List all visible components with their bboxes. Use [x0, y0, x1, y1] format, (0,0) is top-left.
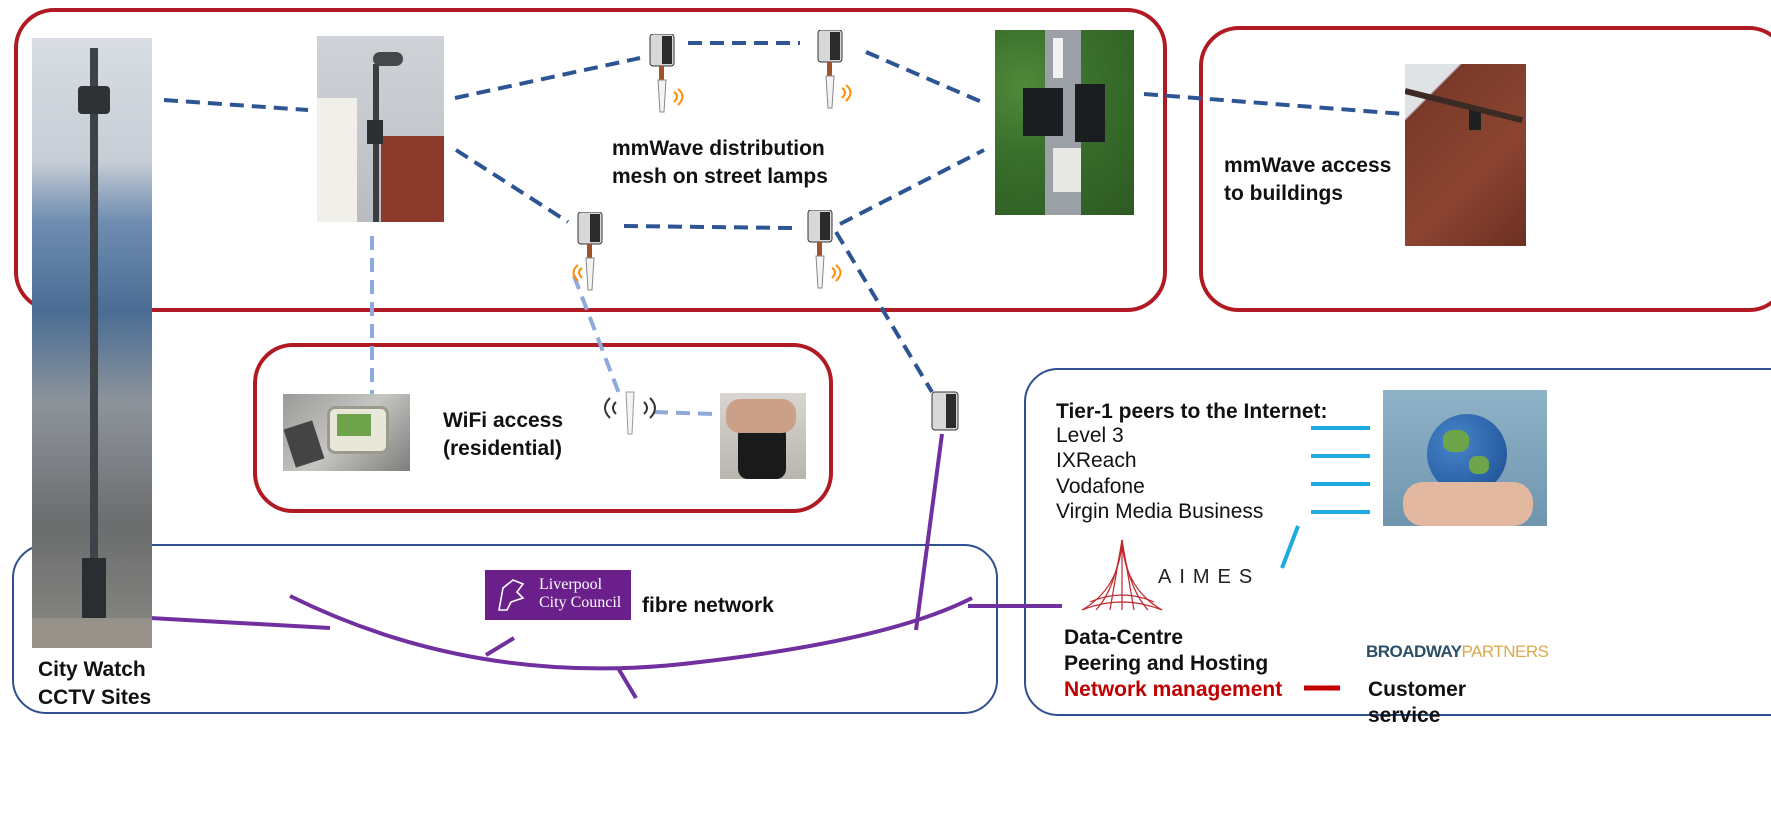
aimes-pyramid-icon [1081, 539, 1163, 611]
wifi-label-line2: (residential) [443, 437, 563, 460]
radio-node-icon [807, 209, 842, 289]
fibre-region [12, 544, 998, 714]
mesh-link [623, 224, 793, 230]
cctv-pole-photo [32, 38, 152, 648]
aimes-logo: AIMES [1080, 538, 1280, 614]
datacentre-line1: Data-Centre [1064, 626, 1184, 649]
fibre-branch [149, 616, 331, 630]
peer-item: Virgin Media Business [1056, 500, 1264, 523]
wifi-link [653, 410, 715, 416]
radio-node-icon [817, 29, 852, 109]
globe-photo [1383, 390, 1547, 526]
datacentre-label: Data-Centre Peering and Hosting Network … [1064, 625, 1282, 703]
buildings-label-line1: mmWave access [1224, 154, 1392, 177]
broadway-logo-part2: PARTNERS [1461, 642, 1550, 661]
datacentre-region [1024, 368, 1771, 716]
mesh-link [839, 148, 985, 226]
buildings-label-line2: to buildings [1224, 182, 1343, 205]
wifi-access-point [600, 388, 660, 443]
mesh-region [14, 8, 1167, 312]
home-device-photo [720, 393, 806, 479]
council-logo-line1: Liverpool [539, 576, 603, 593]
peer-item: IXReach [1056, 449, 1137, 472]
fibre-branch [616, 666, 638, 700]
mesh-node-radio [814, 29, 860, 117]
broadway-logo-part1: BROADWAY [1366, 642, 1462, 661]
radio-node-icon [572, 211, 603, 291]
mesh-link [1143, 92, 1405, 116]
peer-link [1280, 525, 1300, 569]
fibre-branch [914, 433, 944, 631]
datacentre-line3: Network management [1064, 678, 1283, 701]
datacentre-line2: Peering and Hosting [1064, 652, 1269, 675]
peer-item: Level 3 [1056, 424, 1124, 447]
liverpool-council-logo: Liverpool City Council [485, 570, 631, 620]
mesh-node-radio [646, 33, 692, 121]
customer-service-line1: Customer [1368, 678, 1467, 701]
wifi-label: WiFi access (residential) [443, 407, 563, 463]
mesh-link [454, 56, 641, 100]
cctv-label: City Watch CCTV Sites [38, 656, 151, 712]
mesh-node-radio [572, 211, 618, 299]
cctv-label-line2: CCTV Sites [38, 686, 152, 709]
customer-service-line2: service [1368, 704, 1441, 727]
smart-meter-photo [283, 394, 410, 471]
buildings-label: mmWave access to buildings [1224, 152, 1391, 208]
cctv-label-line1: City Watch [38, 658, 146, 681]
wifi-label-line1: WiFi access [443, 409, 564, 432]
fibre-branch [484, 636, 516, 657]
mesh-node-radio [804, 209, 850, 297]
fibre-label: fibre network [642, 594, 774, 617]
fibre-main [289, 594, 973, 671]
liver-bird-icon [498, 579, 525, 611]
pole-equipment-photo [995, 30, 1134, 215]
mesh-label: mmWave distribution mesh on street lamps [612, 135, 828, 191]
customer-service-label: Customer service [1368, 677, 1466, 729]
building-photo [1405, 64, 1526, 246]
mesh-link [163, 98, 309, 112]
mesh-label-line1: mmWave distribution [612, 137, 825, 160]
radio-node-icon [931, 391, 959, 431]
wifi-antenna-icon [604, 391, 656, 435]
aimes-logo-text: AIMES [1158, 566, 1261, 588]
street-lamp-photo [317, 36, 444, 222]
peer-item: Vodafone [1056, 475, 1145, 498]
fibre-node-radio [930, 390, 962, 439]
broadway-partners-logo: BROADWAYPARTNERS [1366, 642, 1549, 662]
mesh-link [834, 230, 934, 394]
wifi-region [253, 343, 833, 513]
mesh-link [865, 50, 985, 105]
buildings-region [1199, 26, 1771, 312]
peers-heading: Tier-1 peers to the Internet: [1056, 400, 1328, 423]
mesh-link [454, 148, 570, 224]
council-logo-line2: City Council [539, 594, 622, 611]
radio-node-icon [649, 33, 684, 113]
mesh-label-line2: mesh on street lamps [612, 165, 828, 188]
